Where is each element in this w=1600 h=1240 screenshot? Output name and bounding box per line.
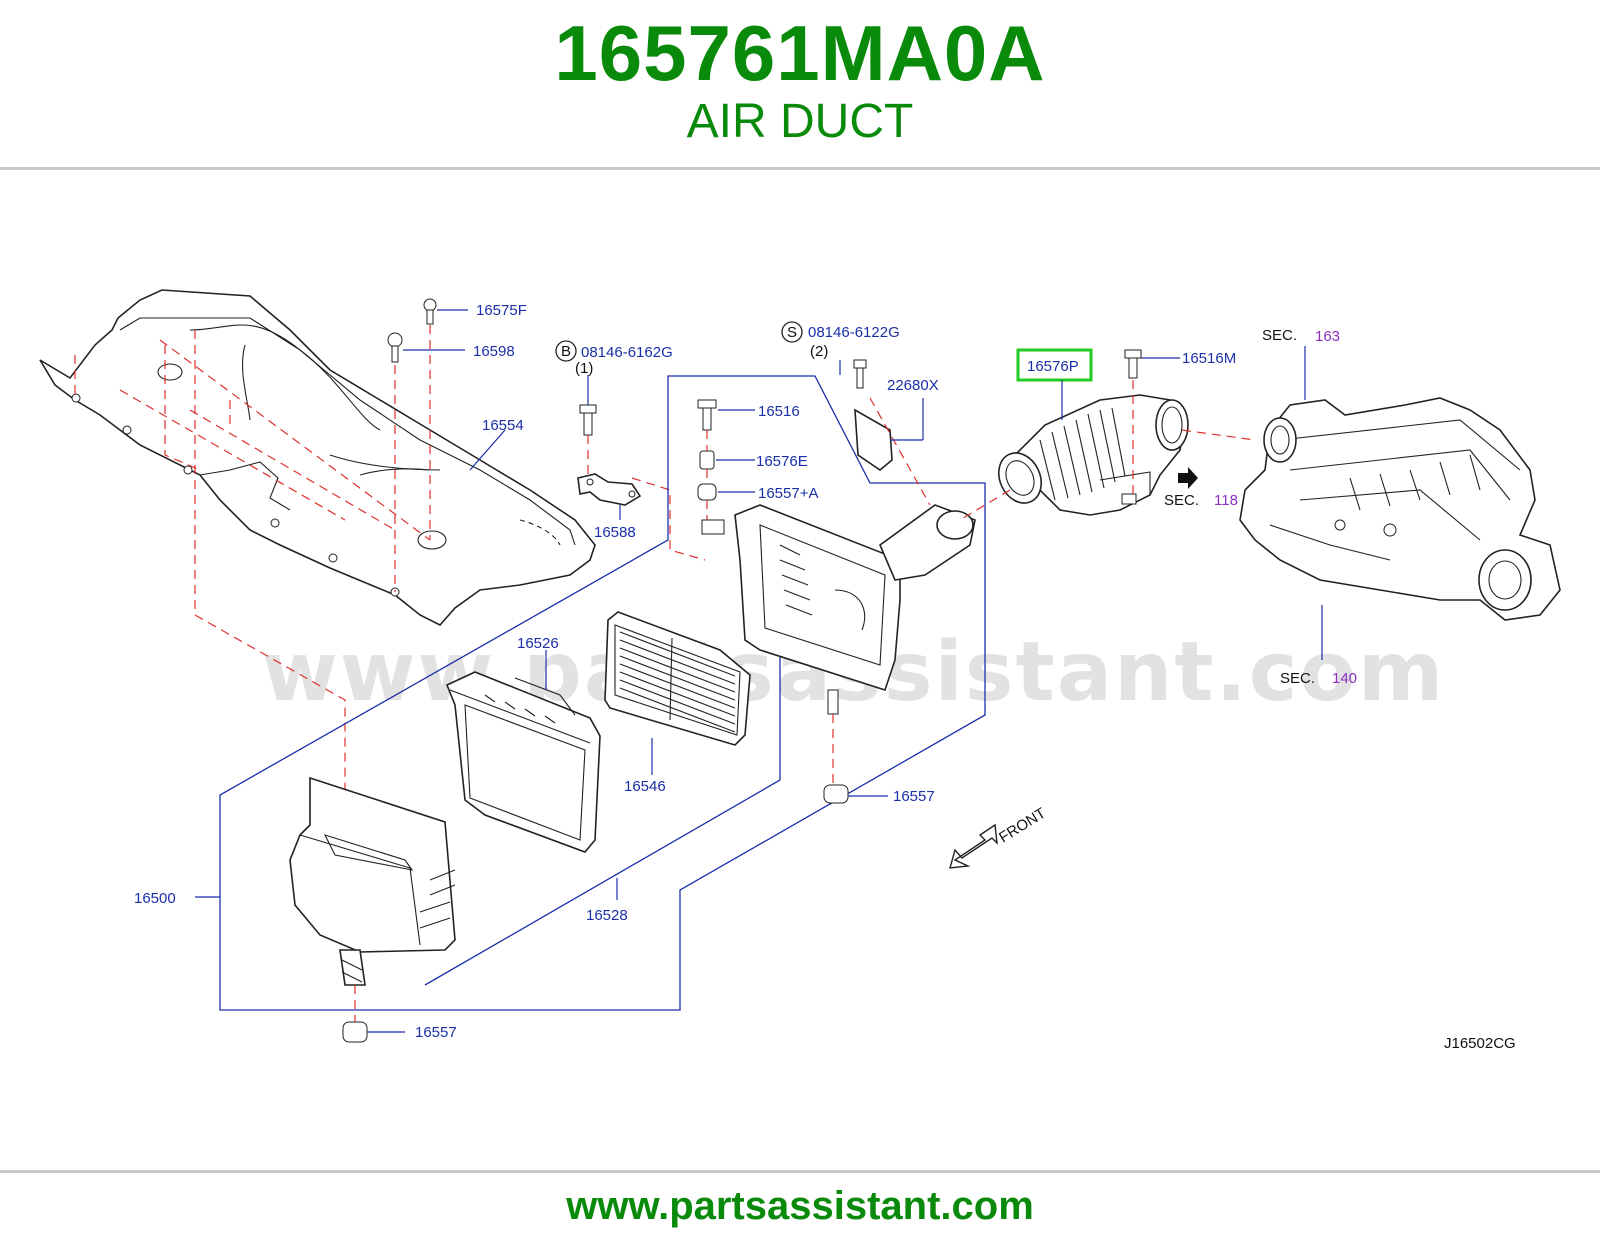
sensor-22680X: [853, 359, 893, 472]
label-16575F: 16575F: [476, 302, 527, 319]
label-16588: 16588: [594, 524, 636, 541]
collar-16576E: [699, 450, 715, 470]
label-16557A: 16557+A: [758, 485, 818, 502]
arrow-right-icon: [1178, 467, 1198, 489]
label-16557-low: 16557: [415, 1024, 457, 1041]
label-sec-118-word: SEC.: [1164, 492, 1199, 509]
label-16546: 16546: [624, 778, 666, 795]
label-16516M: 16516M: [1182, 350, 1236, 367]
label-16516: 16516: [758, 403, 800, 420]
grommet-16557A: [697, 483, 717, 501]
grommet-16557-mid: [823, 784, 849, 804]
part-number-title: 165761MA0A: [554, 9, 1046, 97]
header-divider: [0, 167, 1600, 170]
air-filter-element-16546: [604, 611, 751, 746]
badge-b: [555, 340, 577, 362]
label-16576P: 16576P: [1027, 358, 1079, 375]
label-qty-1: (1): [575, 360, 593, 377]
footer-divider: [0, 1170, 1600, 1173]
badge-s-letter: S: [787, 324, 797, 341]
label-sec-163: 163: [1315, 328, 1340, 345]
label-16528: 16528: [586, 907, 628, 924]
bolt-16516: [697, 399, 717, 431]
label-sec-140: 140: [1332, 670, 1357, 687]
upper-air-cleaner-case: [701, 504, 976, 715]
clip-16575F: [423, 298, 437, 325]
label-08146-6162G: 08146-6162G: [581, 344, 673, 361]
label-16598: 16598: [473, 343, 515, 360]
label-08146-6122G: 08146-6122G: [808, 324, 900, 341]
label-16557-mid: 16557: [893, 788, 935, 805]
highlight-box: [1016, 348, 1093, 382]
label-sec-118: 118: [1214, 492, 1238, 509]
label-sec-163-word: SEC.: [1262, 327, 1297, 344]
grommet-16557-low: [342, 1021, 368, 1043]
label-16554: 16554: [482, 417, 524, 434]
part-name-subtitle: AIR DUCT: [686, 95, 914, 148]
badge-s: [781, 321, 803, 343]
label-qty-2: (2): [810, 343, 828, 360]
bracket-16588: [577, 473, 642, 506]
label-front: FRONT: [996, 805, 1049, 847]
label-22680X: 22680X: [887, 377, 939, 394]
label-16500: 16500: [134, 890, 176, 907]
air-duct-16576P: [998, 394, 1189, 516]
lower-air-cleaner-case: [289, 776, 456, 986]
bolt-16516M: [1124, 349, 1142, 379]
engine-cover: [39, 289, 596, 626]
intake-manifold: [1239, 397, 1561, 621]
label-16576E: 16576E: [756, 453, 808, 470]
diagram-code: J16502CG: [1444, 1035, 1516, 1052]
label-16526: 16526: [517, 635, 559, 652]
footer-url-link[interactable]: www.partsassistant.com: [566, 1184, 1034, 1228]
badge-b-letter: B: [561, 343, 571, 360]
front-arrow-icon: [949, 823, 998, 869]
filter-frame-16526: [445, 671, 601, 853]
label-sec-140-word: SEC.: [1280, 670, 1315, 687]
header: 165761MA0A AIR DUCT: [0, 0, 1600, 168]
bolt-16598: [387, 332, 403, 363]
bolt-B: [579, 404, 597, 436]
